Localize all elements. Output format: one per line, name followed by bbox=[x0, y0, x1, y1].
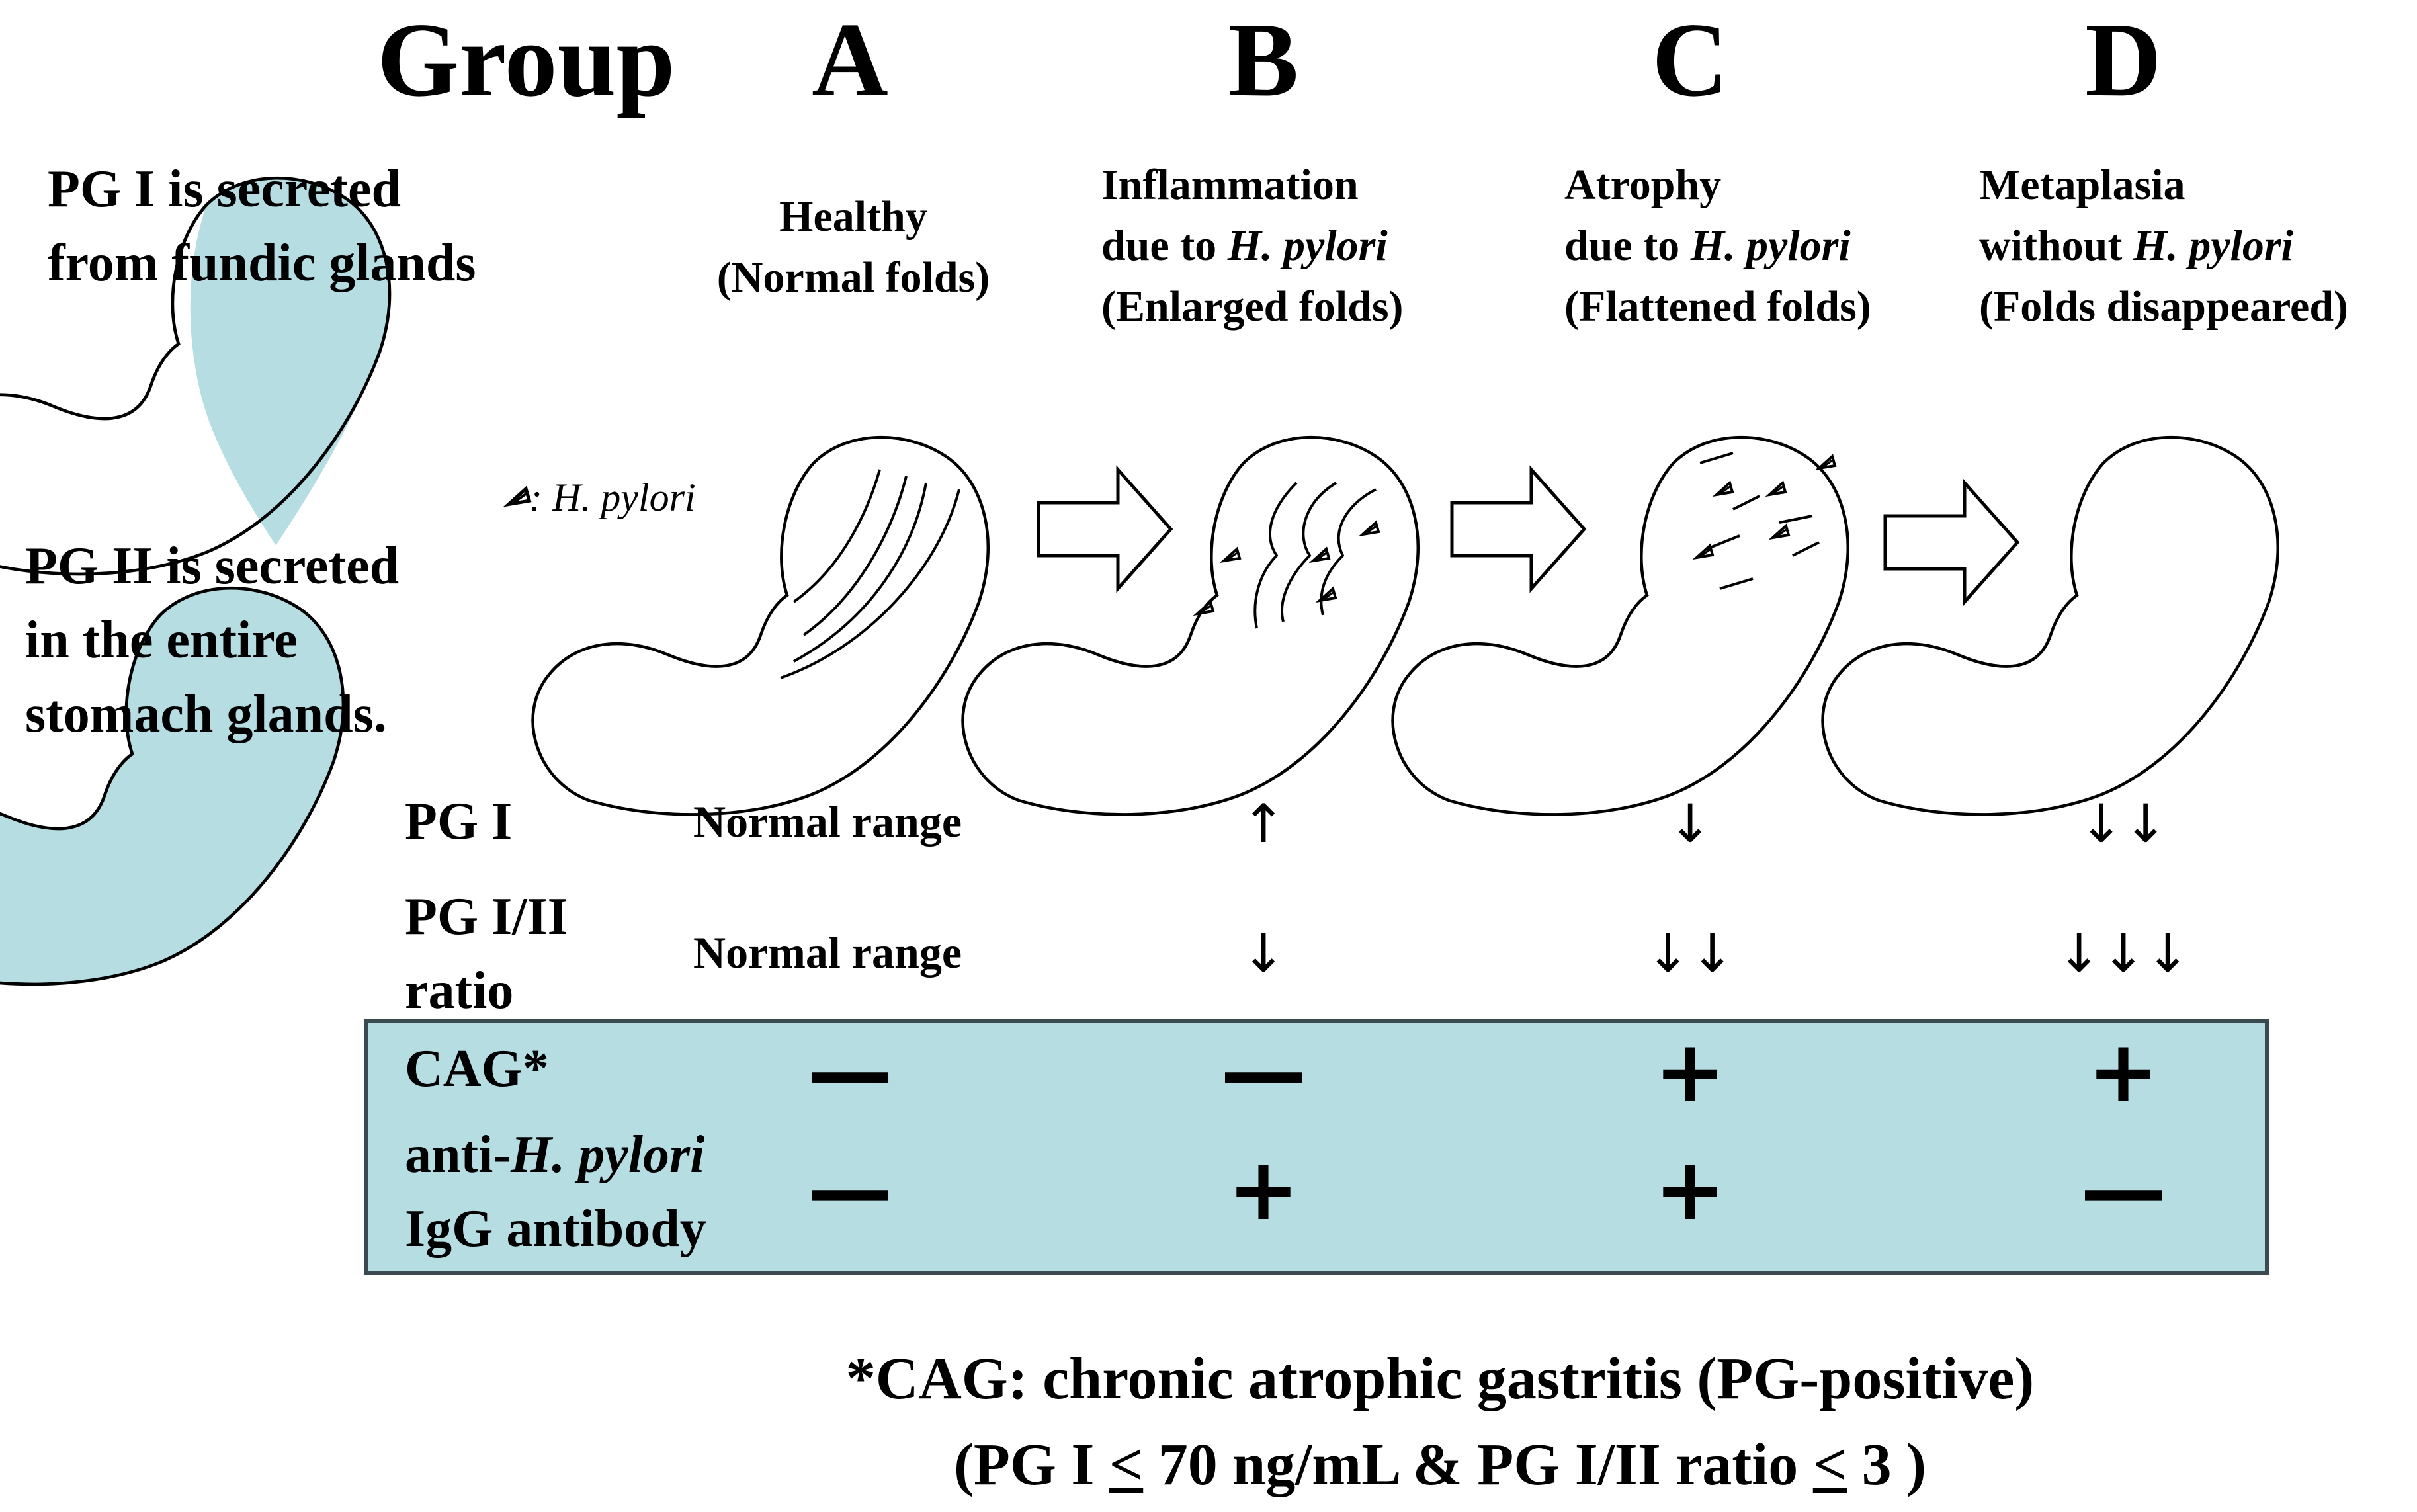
stage-a-folds: (Normal folds) bbox=[716, 253, 990, 302]
cag-criteria: (PG I < 70 ng/mL & PG I/II ratio < 3 ) bbox=[953, 1432, 1927, 1497]
row-label-cag: CAG* bbox=[405, 1040, 549, 1098]
stage-b-caption: Inflammation due to H. pylori (Enlarged … bbox=[1101, 155, 1404, 337]
column-letter-d: D bbox=[2085, 1, 2162, 118]
pg2-secretion-note: PG II is secreted in the entire stomach … bbox=[25, 537, 400, 743]
antibody-value-d: — bbox=[2080, 1139, 2166, 1239]
hpylori-legend-icon bbox=[509, 489, 529, 504]
stage-b-cause: due to H. pylori bbox=[1101, 222, 1388, 270]
hpylori-legend-label: : H. pylori bbox=[529, 476, 696, 519]
cag-value-b: — bbox=[1220, 1021, 1306, 1122]
stomach-stage-a bbox=[533, 437, 988, 814]
stage-a-title: Healthy bbox=[779, 192, 927, 241]
antibody-value-a: — bbox=[807, 1139, 893, 1239]
diagnosis-table bbox=[364, 1019, 2269, 1275]
pg1-value-d: ↓↓ bbox=[2078, 793, 2168, 855]
stage-c-title: Atrophy bbox=[1564, 161, 1722, 209]
arrow-a-to-b bbox=[1039, 470, 1171, 589]
stage-c-caption: Atrophy due to H. pylori (Flattened fold… bbox=[1564, 155, 1871, 337]
ratio-value-d: ↓↓↓ bbox=[2057, 923, 2190, 984]
stage-c-cause: due to H. pylori bbox=[1564, 222, 1851, 270]
stage-d-cause: without H. pylori bbox=[1979, 222, 2293, 270]
row-label-ratio: PG I/II ratio bbox=[405, 888, 568, 1020]
pg1-value-b: ↑ bbox=[1241, 793, 1286, 855]
arrow-b-to-c bbox=[1452, 470, 1584, 589]
cag-value-a: — bbox=[807, 1021, 893, 1122]
cag-definition: *CAG: chronic atrophic gastritis (PG-pos… bbox=[845, 1346, 2035, 1411]
stomach-stage-b bbox=[963, 437, 1418, 814]
ratio-value-c: ↓↓ bbox=[1645, 923, 1735, 984]
cag-value-c: + bbox=[1654, 1021, 1726, 1122]
ratio-value-a: Normal range bbox=[693, 927, 962, 978]
arrow-c-to-d bbox=[1885, 483, 2017, 602]
pg1-secretion-note: PG I is secreted from fundic glands bbox=[48, 160, 476, 292]
column-letter-a: A bbox=[812, 1, 888, 118]
stomach-stage-d bbox=[1823, 437, 2278, 814]
stomach-stage-c bbox=[1393, 437, 1848, 814]
row-label-pg1: PG I bbox=[405, 792, 513, 851]
stage-d-caption: Metaplasia without H. pylori (Folds disa… bbox=[1979, 155, 2348, 337]
ratio-value-b: ↓ bbox=[1241, 923, 1286, 984]
group-heading: Group bbox=[377, 1, 675, 118]
pg1-value-c: ↓ bbox=[1668, 793, 1713, 855]
stomach-fundic-illustration bbox=[0, 178, 390, 574]
pg1-value-a: Normal range bbox=[693, 796, 962, 847]
stage-b-folds: (Enlarged folds) bbox=[1101, 282, 1404, 331]
stage-a-caption: Healthy (Normal folds) bbox=[688, 187, 1019, 308]
column-letter-c: C bbox=[1652, 1, 1728, 118]
stage-d-folds: (Folds disappeared) bbox=[1979, 282, 2349, 331]
antibody-value-b: + bbox=[1227, 1139, 1300, 1239]
stage-c-folds: (Flattened folds) bbox=[1564, 282, 1871, 331]
cag-value-d: + bbox=[2087, 1021, 2160, 1122]
stage-d-title: Metaplasia bbox=[1979, 161, 2185, 209]
column-letter-b: B bbox=[1228, 1, 1299, 118]
stage-b-title: Inflammation bbox=[1101, 161, 1359, 209]
antibody-value-c: + bbox=[1654, 1139, 1726, 1239]
row-label-antibody: anti-H. pylori IgG antibody bbox=[405, 1126, 706, 1258]
